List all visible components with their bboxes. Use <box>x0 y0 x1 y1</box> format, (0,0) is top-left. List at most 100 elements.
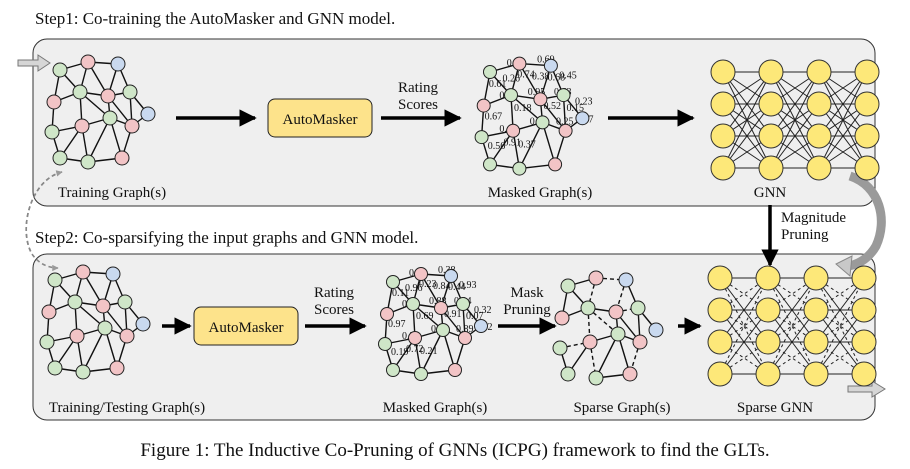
graph-node <box>378 337 392 351</box>
edge-weight-label: 0.23 <box>419 279 437 290</box>
graph-node <box>75 364 91 380</box>
edge-weight-label: 0.25 <box>556 117 574 128</box>
nn-connection <box>818 71 868 169</box>
edge-weight-label: 0.15 <box>567 103 585 114</box>
edge-weight-label: 0.84 <box>433 281 451 292</box>
graph-node <box>436 323 450 337</box>
graph-node <box>543 58 558 73</box>
graph-node <box>124 118 140 134</box>
edge-weight-label: 0.67 <box>485 111 503 122</box>
graph-edge <box>420 329 444 375</box>
edge-weight-label: 0.88 <box>429 296 447 307</box>
graph-node <box>630 300 646 316</box>
automasker-label-step1: AutoMasker <box>283 112 358 128</box>
neuron <box>803 265 829 291</box>
graph-node <box>622 366 638 382</box>
gnn-to-sparse-curved-arrow <box>845 171 886 271</box>
nn-connection <box>770 103 820 169</box>
neuron <box>851 265 877 291</box>
neuron <box>806 123 832 149</box>
edge-weight-label: 0.19 <box>391 347 409 358</box>
nn-connection <box>815 277 865 343</box>
graph-node <box>506 123 521 138</box>
edge-weight-label: 0.52 <box>543 101 561 112</box>
edge-weight-label: 0.96 <box>405 283 423 294</box>
edge-weight-label: 0.07 <box>466 311 484 322</box>
graph-node <box>444 269 458 283</box>
neuron <box>851 297 877 323</box>
neuron <box>851 329 877 355</box>
graph-node <box>434 301 448 315</box>
graph-node <box>575 111 590 126</box>
curved-arrow-head <box>835 255 853 278</box>
graph-node <box>588 370 604 386</box>
graph-node <box>114 150 130 166</box>
graph-edge <box>629 341 641 375</box>
nn-connection <box>818 103 868 169</box>
graph-node <box>483 157 497 172</box>
neuron <box>758 123 784 149</box>
neuron <box>710 91 736 117</box>
neuron <box>707 361 733 387</box>
graph-node <box>105 266 121 282</box>
training-graphs-caption: Training Graph(s) <box>58 185 166 201</box>
graph-node <box>95 298 111 314</box>
nn-connection <box>722 71 772 137</box>
graph-node <box>456 297 470 311</box>
graph-node <box>560 278 576 294</box>
neuron <box>755 329 781 355</box>
graph-node <box>122 84 138 100</box>
graph-node <box>483 65 497 79</box>
neuron <box>707 265 733 291</box>
graph-node <box>47 272 63 288</box>
neuron <box>707 329 733 355</box>
graph-node <box>102 110 118 126</box>
automasker-label-step2: AutoMasker <box>209 320 284 336</box>
neuron <box>803 361 829 387</box>
graph-node <box>558 123 573 138</box>
graph-node <box>618 272 634 288</box>
graph-node <box>476 98 491 113</box>
neuron <box>803 297 829 323</box>
graph-node <box>97 320 113 336</box>
rating-scores-label-2-line1: Rating <box>314 285 354 301</box>
graph-node <box>414 267 428 281</box>
graph-node <box>110 56 126 72</box>
edge-weight-label: 0.61 <box>489 79 507 90</box>
edge-weight-label: 0.93 <box>459 280 477 291</box>
graph-node <box>458 331 472 345</box>
graph-node <box>648 322 664 338</box>
edge-weight-label: 0.11 <box>392 288 409 299</box>
graph-node <box>610 326 626 342</box>
nn-connection <box>770 71 820 137</box>
graph-edge <box>518 122 544 169</box>
graph-edge <box>541 122 556 165</box>
nn-connection <box>770 71 820 169</box>
nn-connection <box>818 71 868 137</box>
edge-weight-label: 0.37 <box>518 140 536 151</box>
graph-node <box>80 54 96 70</box>
graph-node <box>47 360 63 376</box>
graph-edge <box>87 117 111 163</box>
edge-weight-label: 0.74 <box>517 69 535 80</box>
nn-connection <box>767 309 817 375</box>
gnn-caption: GNN <box>754 185 787 201</box>
mask-pruning-label-line1: Mask <box>510 285 544 301</box>
edge-weight-label: 0.69 <box>537 55 555 66</box>
sparse-graphs-caption: Sparse Graph(s) <box>573 400 670 416</box>
edge-weight-label: 0.23 <box>575 97 593 108</box>
graph-node <box>386 275 400 289</box>
graph-node <box>554 310 570 326</box>
graph-node <box>448 363 462 377</box>
edge-weight-label: 0.45 <box>559 70 577 81</box>
neuron <box>710 59 736 85</box>
edge-weight-label: 0.91 <box>504 138 522 149</box>
graph-node <box>39 334 55 350</box>
edge-weight-label: 0.32 <box>474 305 492 316</box>
neuron <box>806 59 832 85</box>
magnitude-pruning-label-line1: Magnitude <box>781 210 846 226</box>
graph-node <box>80 154 96 170</box>
edge-weight-label: 0.38 <box>532 71 550 82</box>
mask-pruning-label-line2: Pruning <box>503 302 551 318</box>
